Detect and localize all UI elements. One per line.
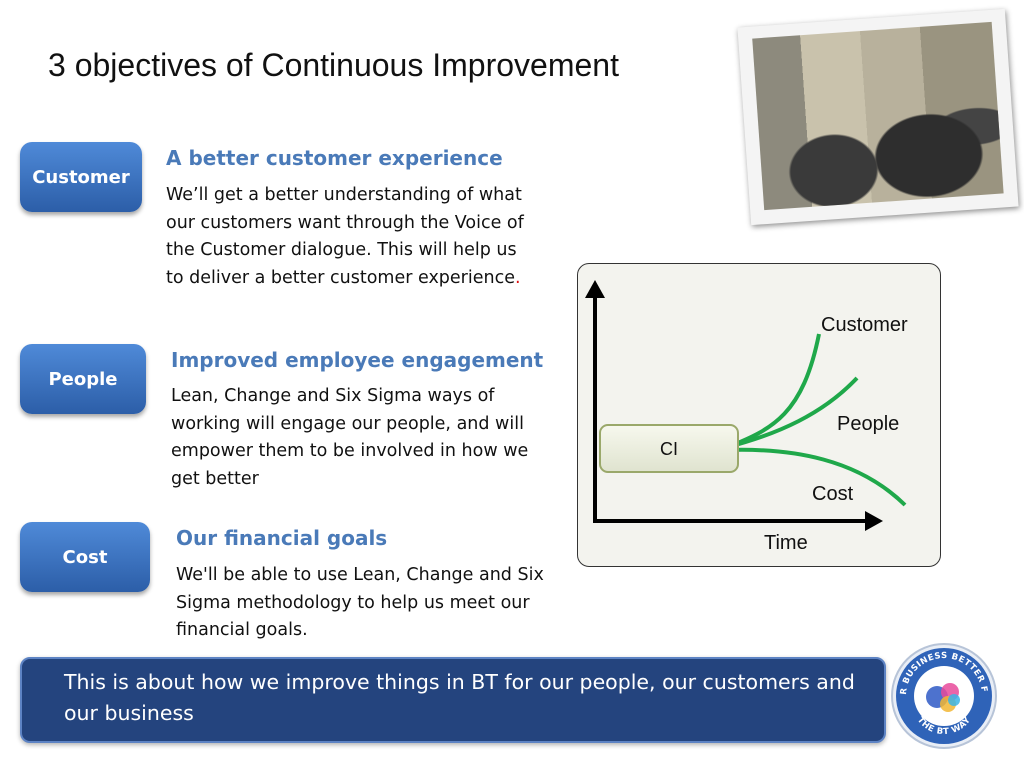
customer-curve xyxy=(727,333,821,449)
customer-pill: Customer xyxy=(20,142,142,212)
customer-body: We’ll get a better understanding of what… xyxy=(166,182,531,292)
summary-banner: This is about how we improve things in B… xyxy=(20,657,886,743)
cost-curve xyxy=(727,447,907,507)
people-body: Lean, Change and Six Sigma ways of worki… xyxy=(171,386,529,489)
banner-text: This is about how we improve things in B… xyxy=(64,670,855,725)
bt-way-logo: BETTER BUSINESS BETTER FUTURE THE BT WAY xyxy=(886,635,998,750)
x-axis-label: Time xyxy=(764,532,808,554)
x-axis-arrow-icon xyxy=(865,511,883,531)
photo-image xyxy=(752,21,1004,211)
ci-diagram: CI Customer People Cost Time xyxy=(577,263,941,567)
customer-body-text: We’ll get a better understanding of what… xyxy=(166,185,524,288)
people-pill-label: People xyxy=(48,368,118,390)
cost-heading: Our financial goals xyxy=(176,526,388,550)
ci-box xyxy=(599,424,739,473)
cost-curve-label: Cost xyxy=(812,483,854,505)
people-curve xyxy=(727,376,859,449)
y-axis-arrow-icon xyxy=(585,280,605,298)
cost-pill-label: Cost xyxy=(62,546,108,568)
ci-label: CI xyxy=(660,439,678,459)
bt-way-logo-svg: BETTER BUSINESS BETTER FUTURE THE BT WAY xyxy=(886,635,997,749)
team-photo xyxy=(737,8,1019,226)
cost-pill: Cost xyxy=(20,522,150,592)
page-title: 3 objectives of Continuous Improvement xyxy=(48,47,619,83)
ci-diagram-svg: CI Customer People Cost Time xyxy=(585,280,908,554)
customer-curve-label: Customer xyxy=(821,314,908,336)
cost-body: We'll be able to use Lean, Change and Si… xyxy=(176,565,544,640)
people-heading: Improved employee engagement xyxy=(171,348,544,372)
people-curve-label: People xyxy=(837,413,899,435)
customer-pill-label: Customer xyxy=(32,166,130,188)
customer-heading: A better customer experience xyxy=(166,146,503,170)
customer-body-period: . xyxy=(514,267,521,288)
people-pill: People xyxy=(20,344,146,414)
